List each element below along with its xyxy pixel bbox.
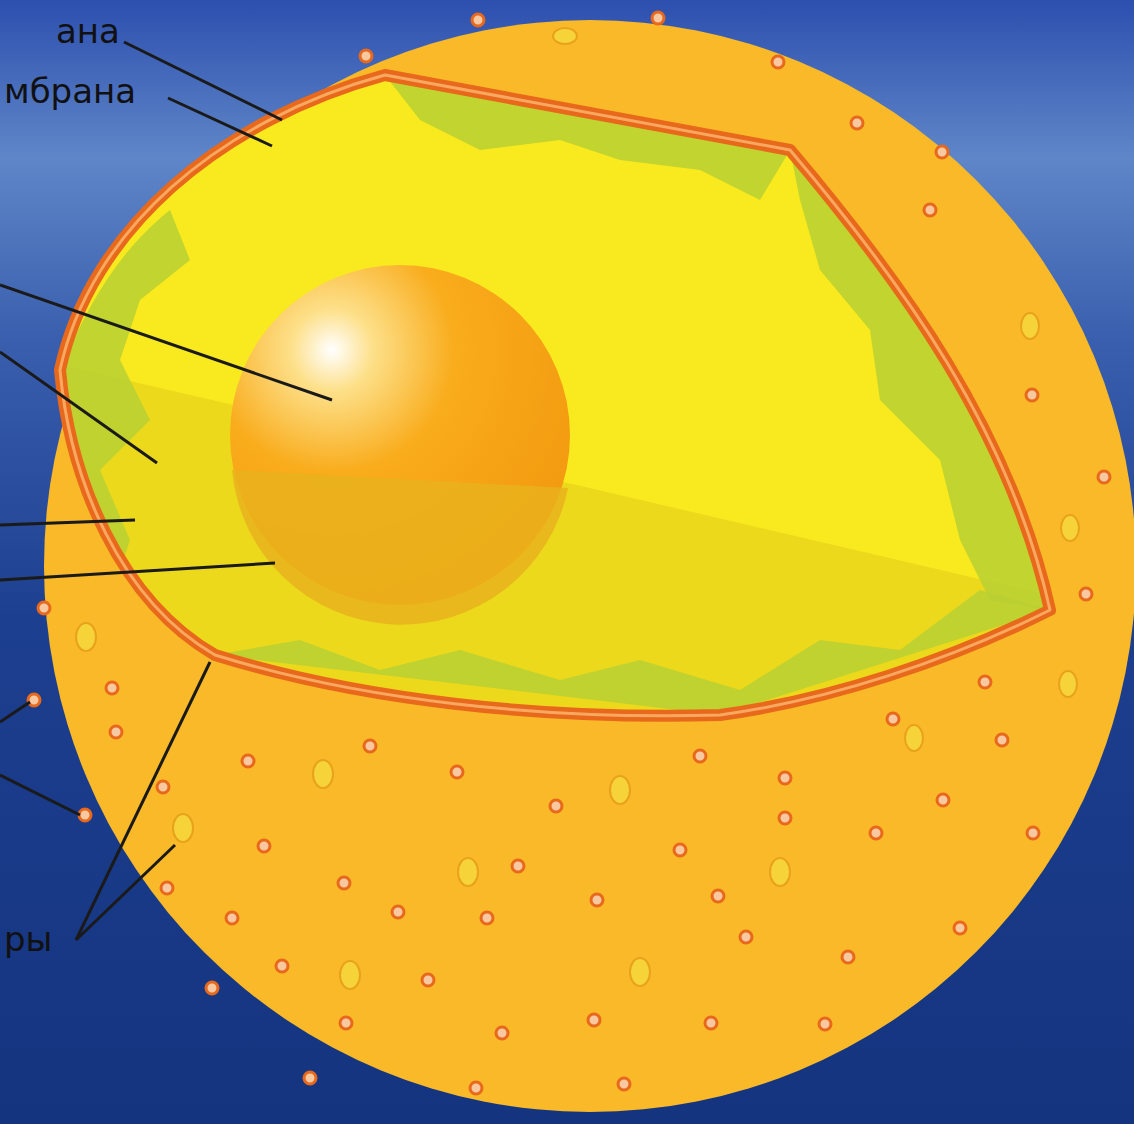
pores-label: ры	[4, 922, 52, 956]
membrane-label: мбрана	[4, 74, 136, 108]
ribosomes	[76, 28, 1079, 989]
membrane-label: ана	[56, 14, 120, 48]
nuclear-envelope	[60, 75, 1050, 716]
nuclear-pores	[28, 12, 1110, 1094]
leader-lines	[0, 42, 332, 940]
